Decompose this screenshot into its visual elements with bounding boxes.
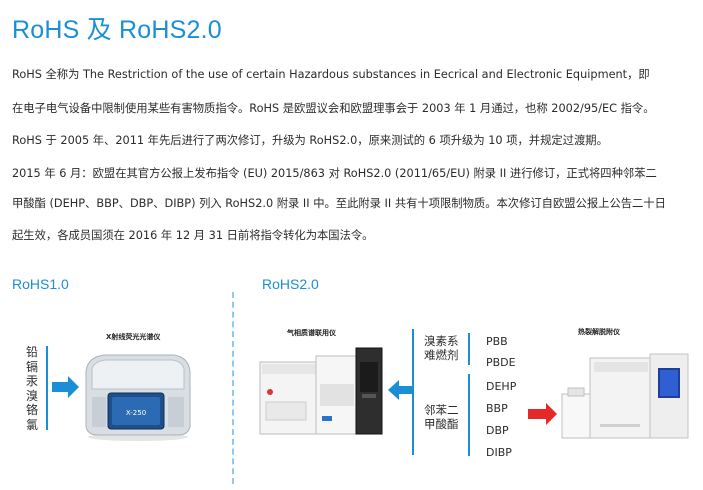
substance-item: DEHP (486, 380, 517, 393)
paragraph-5: 甲酸酯 (DEHP、BBP、DBP、DIBP) 列入 RoHS2.0 附录 II… (12, 197, 666, 210)
substance-item: DIBP (486, 446, 512, 459)
element-item: 铅 (26, 345, 39, 359)
pyrolyzer-instrument-image (561, 353, 689, 439)
phthalate-bracket (468, 374, 470, 456)
paragraph-6: 起生效，各成员国须在 2016 年 12 月 31 日前将指令转化为本国法令。 (12, 229, 374, 242)
substance-item: BBP (486, 402, 508, 415)
element-item: 镉 (26, 359, 39, 374)
element-item: 汞 (26, 374, 39, 388)
paragraph-1: RoHS 全称为 The Restriction of the use of c… (12, 68, 650, 81)
gcms-instrument-image (259, 347, 383, 435)
paragraph-3: RoHS 于 2005 年、2011 年先后进行了两次修订，升级为 RoHS2.… (12, 134, 608, 147)
section-divider (232, 292, 234, 484)
bfr-group-line: 难燃剂 (424, 348, 459, 362)
phthalate-group-label: 邻苯二 甲酸酯 (424, 403, 459, 431)
rohs1-element-list: 铅 镉 汞 溴 铬 氯 (26, 345, 40, 432)
rohs1-label: RoHS1.0 (12, 276, 69, 292)
xrf-badge: X-250 (126, 409, 146, 417)
phthalate-group-line: 甲酸酯 (424, 417, 459, 431)
substance-item: PBB (486, 335, 508, 348)
bfr-bracket (468, 333, 470, 365)
blue-arrow-icon (388, 380, 412, 400)
bfr-group-label: 溴素系 难燃剂 (424, 334, 459, 362)
page-title: RoHS 及 RoHS2.0 (12, 16, 222, 44)
rohs2-main-bracket (412, 329, 414, 455)
bfr-group-line: 溴素系 (424, 334, 459, 348)
xrf-instrument-label: X射线荧光光谱仪 (106, 333, 161, 341)
pyrolyzer-instrument-label: 热裂解脱附仪 (578, 328, 620, 336)
element-item: 铬 (26, 403, 39, 417)
paragraph-4: 2015 年 6 月：欧盟在其官方公报上发布指令 (EU) 2015/863 对… (12, 167, 657, 180)
rohs2-label: RoHS2.0 (262, 276, 319, 292)
gcms-instrument-label: 气相质谱联用仪 (287, 329, 336, 337)
xrf-spectrometer-image: X-250 (85, 354, 191, 441)
red-arrow-icon (528, 403, 557, 425)
blue-arrow-icon (52, 376, 79, 398)
element-item: 溴 (26, 388, 39, 403)
substance-item: PBDE (486, 356, 516, 369)
substance-item: DBP (486, 424, 509, 437)
paragraph-2: 在电子电气设备中限制使用某些有害物质指令。RoHS 是欧盟议会和欧盟理事会于 2… (12, 102, 655, 115)
phthalate-group-line: 邻苯二 (424, 403, 459, 417)
rohs1-bracket (46, 346, 48, 430)
element-item: 氯 (26, 417, 39, 432)
